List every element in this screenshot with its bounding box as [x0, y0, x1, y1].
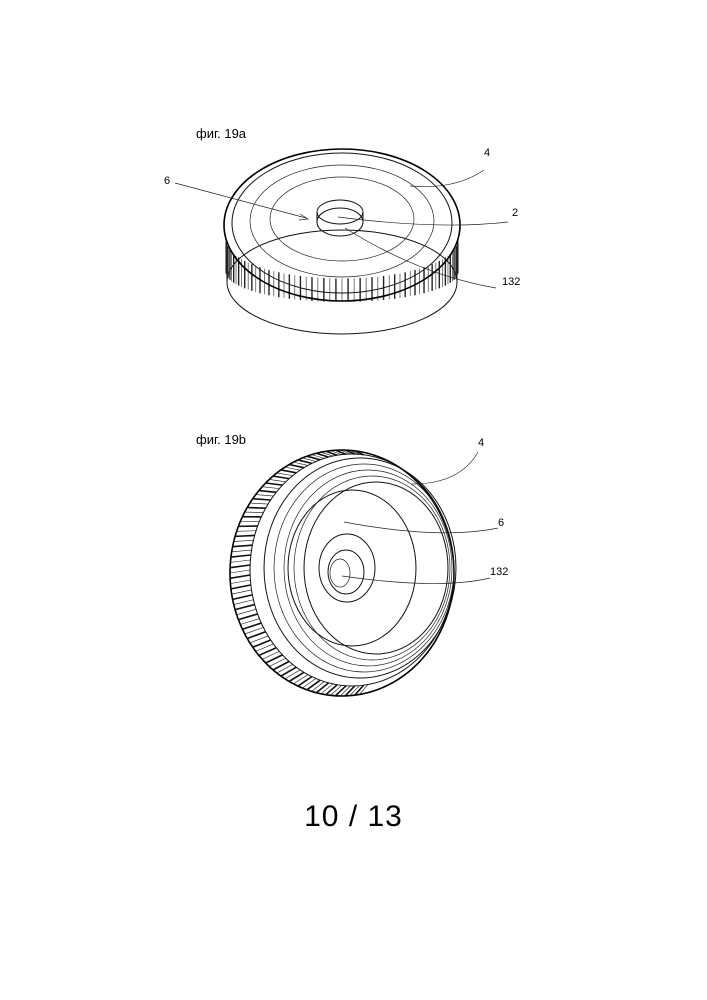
- knurl-rib: [281, 470, 296, 473]
- knurl-rib: [307, 680, 320, 690]
- knurl-rib: [289, 465, 304, 468]
- knurl-rib: [269, 479, 285, 481]
- knurl-rib: [247, 508, 265, 509]
- knurl-rib: [230, 560, 250, 562]
- knurl-rib: [233, 545, 253, 546]
- knurl-rib: [250, 503, 268, 504]
- knurl-rib: [235, 535, 255, 536]
- knurl-rib: [253, 499, 271, 500]
- knurl-rib: [230, 575, 250, 578]
- knurl-rib: [298, 460, 312, 463]
- knurl-rib: [281, 667, 296, 676]
- knurl-rib: [285, 670, 300, 679]
- knurl-rib: [230, 565, 250, 568]
- knurl-rib: [237, 609, 256, 614]
- knurl-rib: [259, 491, 276, 493]
- knurl-rib: [273, 476, 289, 479]
- knurl-rib: [230, 570, 250, 573]
- page-number: 10 / 13: [0, 800, 707, 834]
- knurl-rib: [326, 685, 337, 695]
- knurl-rib: [234, 600, 254, 605]
- knurl-rib: [242, 623, 261, 629]
- knurl-rib: [277, 664, 293, 673]
- knurl-rib: [285, 467, 300, 470]
- knurl-rib: [273, 661, 289, 670]
- knurl-rib: [235, 605, 255, 610]
- knurl-rib: [234, 540, 254, 541]
- knurl-rib: [266, 483, 283, 485]
- knurl-rib: [238, 614, 257, 620]
- knurl-rib: [298, 677, 312, 686]
- knurl-rib: [231, 555, 251, 557]
- knurl-rib: [289, 672, 304, 681]
- knurl-rib: [312, 682, 325, 692]
- knurl-rib: [326, 451, 337, 455]
- knurl-rib: [262, 487, 279, 489]
- knurl-rib: [233, 595, 253, 600]
- knurl-rib: [256, 495, 274, 496]
- knurl-rib: [302, 679, 316, 689]
- reference-label-4: 4: [478, 438, 484, 449]
- knurl-rib: [331, 685, 342, 695]
- knurl-rib: [240, 619, 259, 625]
- knurl-rib: [230, 580, 250, 584]
- knurl-rib: [335, 686, 346, 696]
- knurl-rib: [232, 550, 252, 552]
- knurl-rib: [345, 686, 355, 696]
- knurl-rib: [237, 531, 256, 532]
- knurl-rib: [321, 684, 333, 694]
- knurl-rib: [316, 683, 328, 693]
- reference-label-132: 132: [490, 567, 508, 578]
- knurl-rib: [232, 590, 252, 594]
- knurl-rib: [294, 675, 308, 684]
- knurl-rib: [231, 585, 251, 589]
- cap-underside-view-drawing: [230, 450, 498, 696]
- reference-label-6: 6: [498, 518, 504, 529]
- knurl-rib: [266, 655, 283, 663]
- knurl-rib: [277, 473, 293, 476]
- knurl-rib: [247, 632, 265, 639]
